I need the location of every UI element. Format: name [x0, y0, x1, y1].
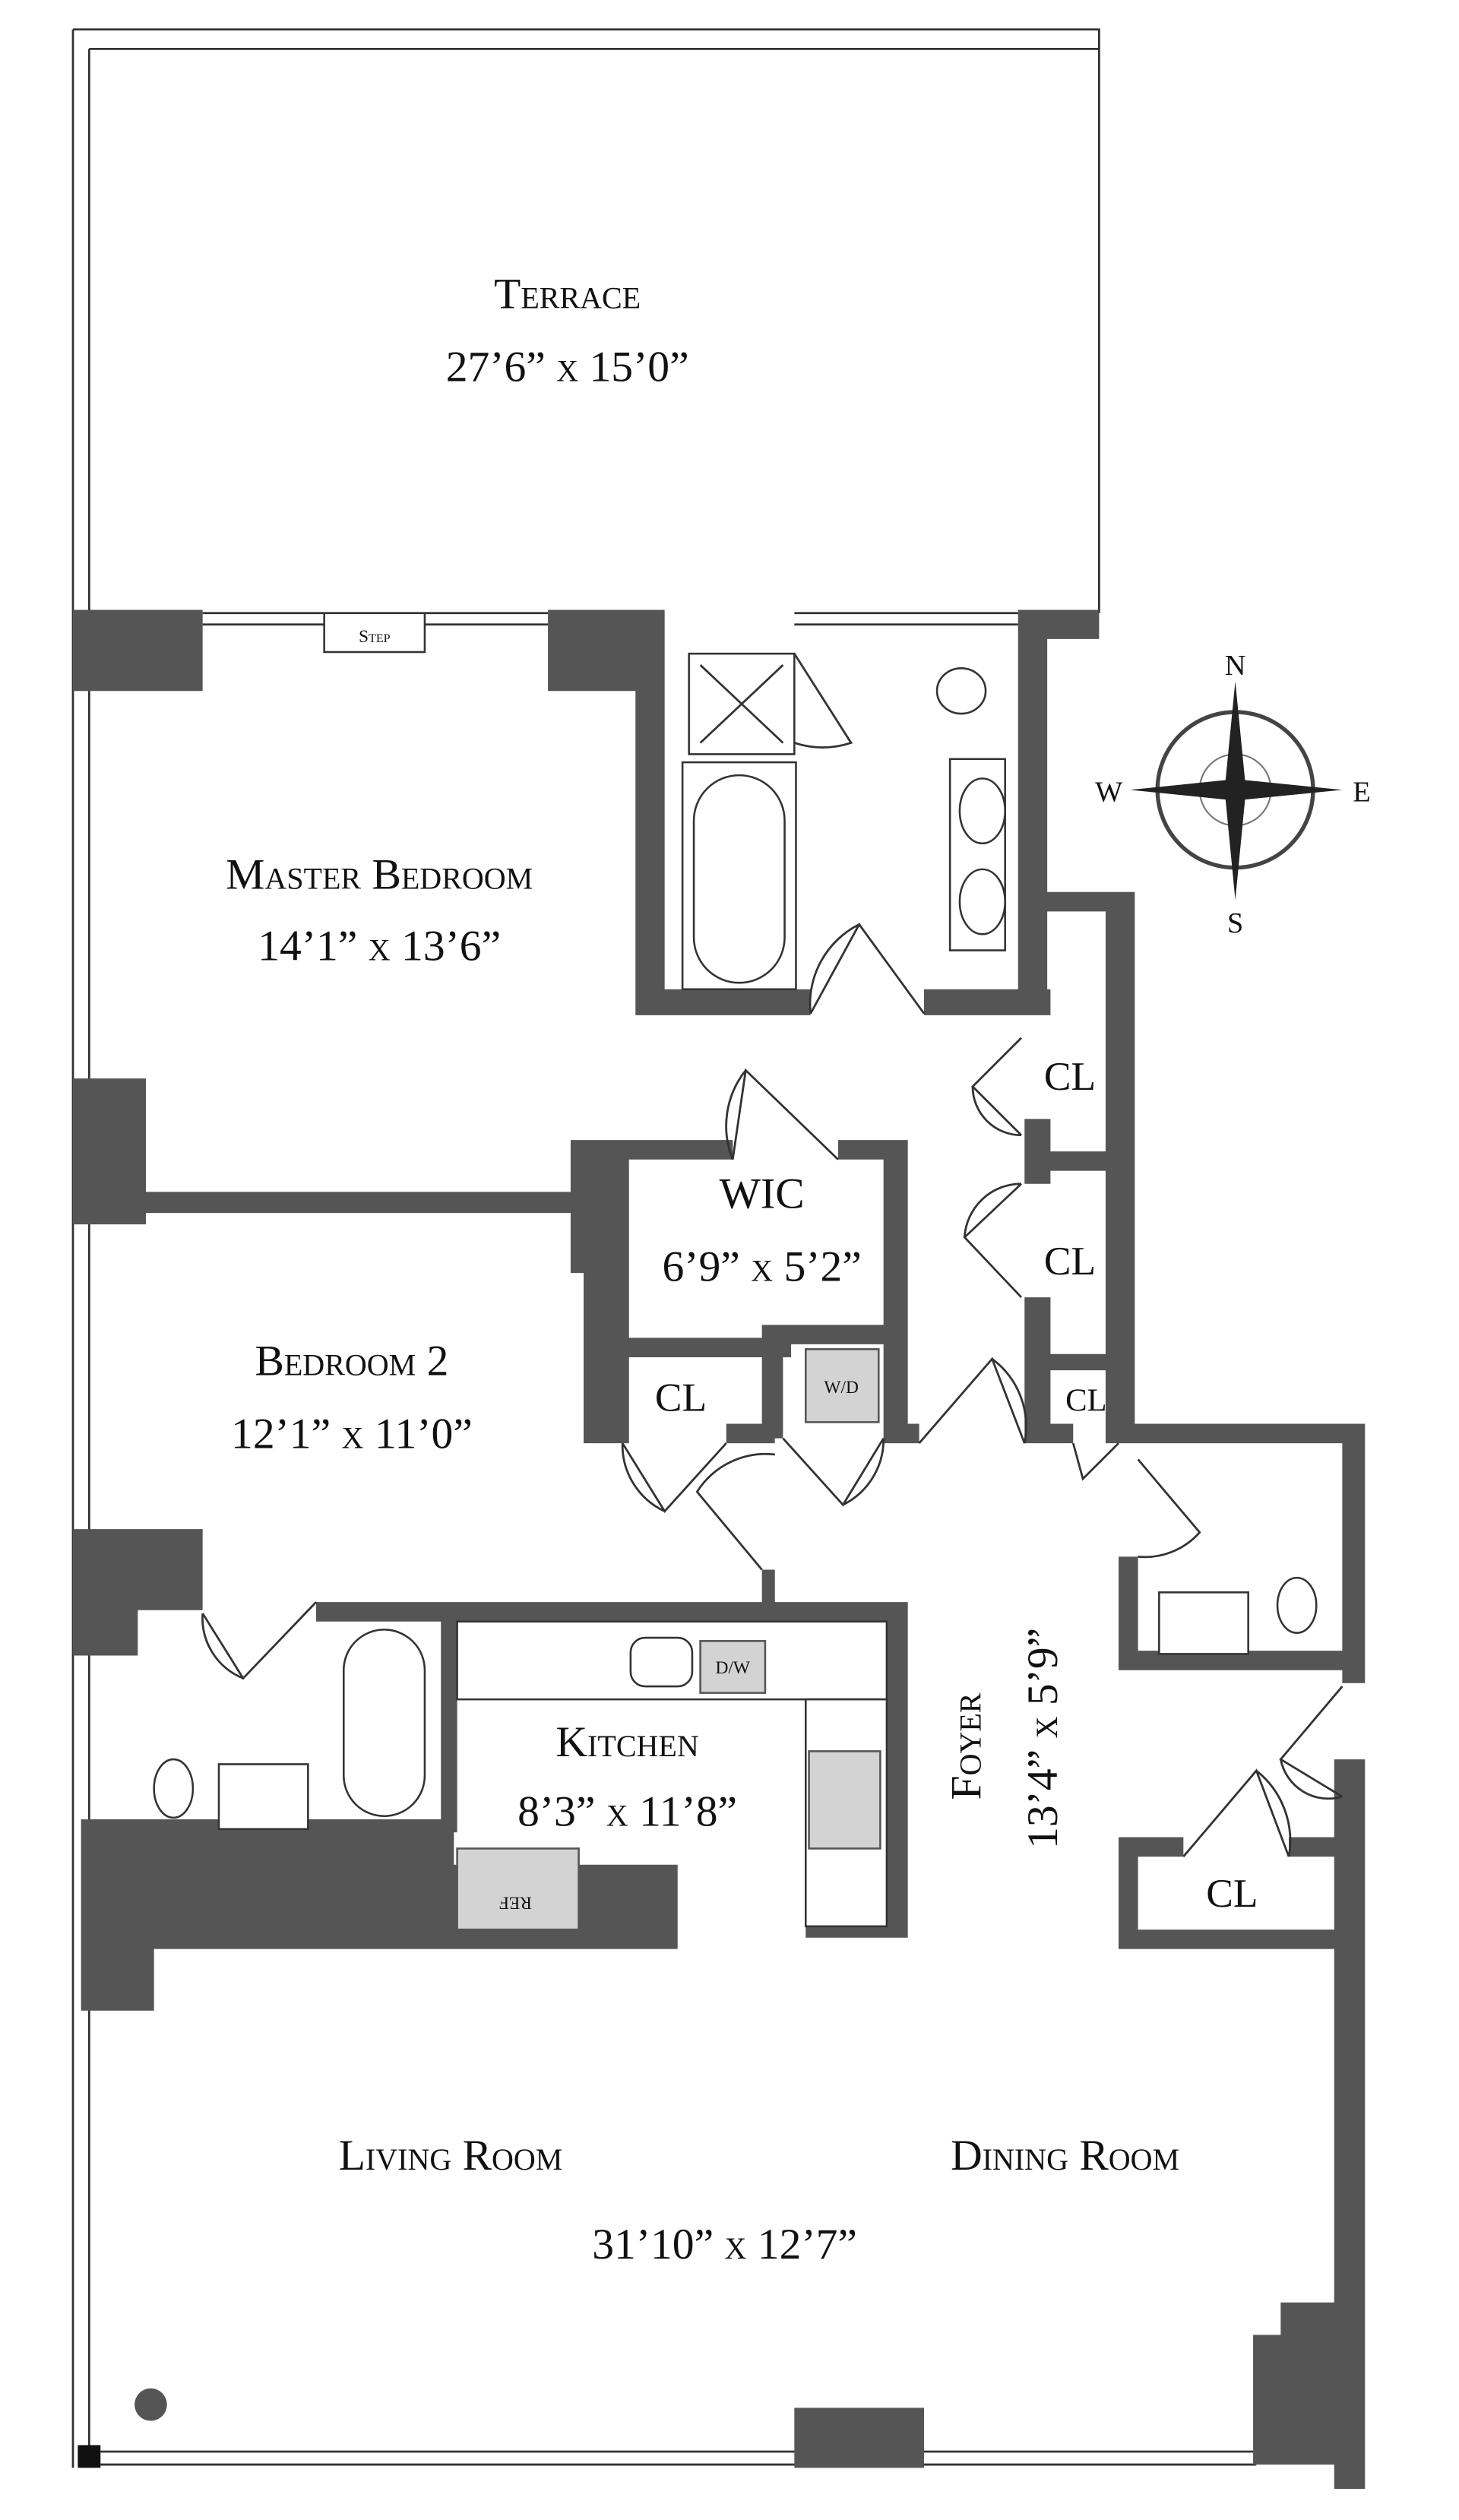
compass-s: S — [1227, 907, 1243, 939]
kitchen-dims: 8’3” x 11’8” — [517, 1788, 737, 1836]
master-bedroom-dims: 14’1” x 13’6” — [258, 922, 501, 970]
compass-e: E — [1353, 776, 1370, 808]
washer-dryer — [804, 1348, 880, 1423]
fixtures: Step W/D D/W REF — [153, 612, 1318, 1931]
step-label: Step — [359, 627, 391, 647]
closet-label-1: CL — [1044, 1053, 1096, 1099]
dishwasher — [699, 1640, 767, 1694]
bedroom2-name: Bedroom 2 — [255, 1337, 448, 1385]
bedroom2-dims: 12’1” x 11’0” — [231, 1410, 473, 1458]
dishwasher-label: D/W — [715, 1658, 750, 1678]
closet-label-3: CL — [1065, 1382, 1107, 1418]
bathtub-2-icon — [342, 1629, 426, 1818]
sink-2-icon — [217, 1763, 309, 1831]
kitchen-name: Kitchen — [555, 1718, 698, 1766]
toilet-2-icon — [153, 1758, 195, 1819]
foyer-dims: 13’4” x 5’9” — [1019, 1628, 1067, 1849]
terrace-dims: 27’6” x 15’0” — [446, 343, 689, 391]
terrace-name: Terrace — [494, 271, 641, 318]
compass-icon: N S E W — [1095, 650, 1371, 939]
closet-label-5: CL — [1206, 1870, 1258, 1916]
dining-room-name: Dining Room — [951, 2132, 1179, 2180]
kitchen-sink-icon — [629, 1636, 694, 1688]
wic-dims: 6’9” x 5’2” — [662, 1243, 861, 1291]
washer-dryer-label: W/D — [824, 1378, 859, 1398]
column-icon — [135, 2388, 167, 2421]
bathtub-icon — [692, 774, 786, 984]
toilet-3-icon — [1276, 1576, 1318, 1634]
master-bedroom-name: Master Bedroom — [226, 850, 533, 898]
step — [323, 612, 426, 654]
refrigerator — [456, 1847, 580, 1931]
corner-post — [78, 2445, 101, 2468]
doors — [201, 653, 1343, 1857]
stove-icon — [808, 1750, 881, 1850]
sink-3-icon — [1158, 1591, 1249, 1655]
room-labels: Terrace 27’6” x 15’0” Master Bedroom 14’… — [226, 271, 1258, 2268]
compass-n: N — [1225, 650, 1246, 682]
closet-label-4: CL — [655, 1374, 707, 1420]
refrigerator-label: REF — [499, 1892, 532, 1912]
closet-label-2: CL — [1044, 1238, 1096, 1284]
wic-name: WIC — [720, 1170, 805, 1218]
foyer-name: Foyer — [943, 1692, 991, 1800]
toilet-icon — [935, 667, 987, 715]
compass-w: W — [1095, 776, 1123, 808]
living-dining-dims: 31’10” x 12’7” — [592, 2221, 857, 2268]
living-room-name: Living Room — [339, 2132, 563, 2180]
